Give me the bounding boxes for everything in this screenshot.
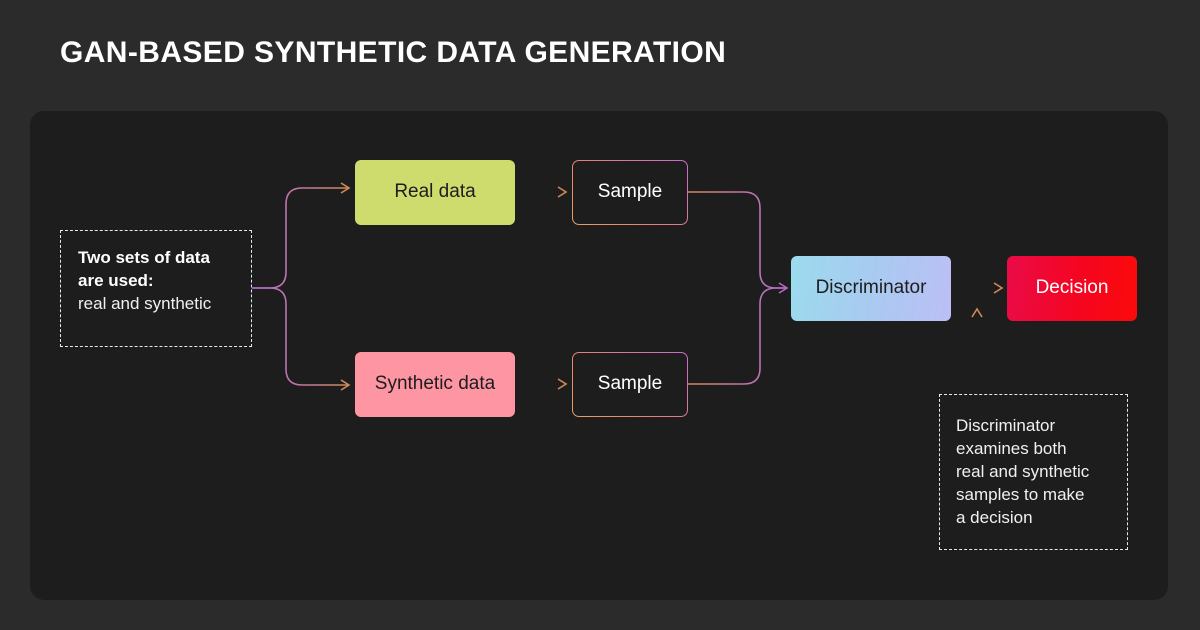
annotation-two-sets-of-data: Two sets of data are used: real and synt… <box>60 230 252 347</box>
edge-sample-bottom-to-discriminator <box>688 287 786 385</box>
arrowhead-discriminator <box>778 282 789 294</box>
node-decision[interactable]: Decision <box>1007 256 1137 321</box>
arrowhead-decision <box>993 282 1004 294</box>
node-real-data[interactable]: Real data <box>355 160 515 225</box>
node-discriminator[interactable]: Discriminator <box>791 256 951 321</box>
annotation-discriminator-note: Discriminator examines both real and syn… <box>939 394 1128 550</box>
arrowhead-real <box>340 182 351 194</box>
annotation-right-line5: a decision <box>956 507 1033 527</box>
page-title: GAN-BASED SYNTHETIC DATA GENERATION <box>60 36 727 69</box>
node-synthetic-data-label: Synthetic data <box>374 373 496 395</box>
edge-note-to-real <box>252 187 348 289</box>
node-discriminator-label: Discriminator <box>815 277 927 299</box>
arrowhead-synthetic <box>340 379 351 391</box>
arrowhead-sample-bottom <box>557 378 568 390</box>
node-sample-synthetic[interactable]: Sample <box>572 352 688 417</box>
annotation-right-line4: samples to make <box>956 484 1085 504</box>
annotation-left-bold-line2: are used: <box>78 270 154 290</box>
node-sample-real[interactable]: Sample <box>572 160 688 225</box>
arrowhead-sample-top <box>557 186 568 198</box>
arrowhead-discriminator-bottom <box>971 307 983 318</box>
node-sample-synthetic-label: Sample <box>597 373 663 395</box>
edge-note-to-synthetic <box>252 287 348 386</box>
annotation-left-bold-line1: Two sets of data <box>78 248 210 267</box>
annotation-right-line2: examines both <box>956 438 1067 458</box>
annotation-right-line3: real and synthetic <box>956 461 1090 481</box>
edge-sample-top-to-discriminator <box>688 191 786 289</box>
node-real-data-label: Real data <box>394 181 476 203</box>
annotation-left-normal-line: real and synthetic <box>78 293 212 313</box>
node-synthetic-data[interactable]: Synthetic data <box>355 352 515 417</box>
node-sample-real-label: Sample <box>597 181 663 203</box>
node-decision-label: Decision <box>1035 277 1109 299</box>
annotation-right-line1: Discriminator <box>956 416 1056 435</box>
